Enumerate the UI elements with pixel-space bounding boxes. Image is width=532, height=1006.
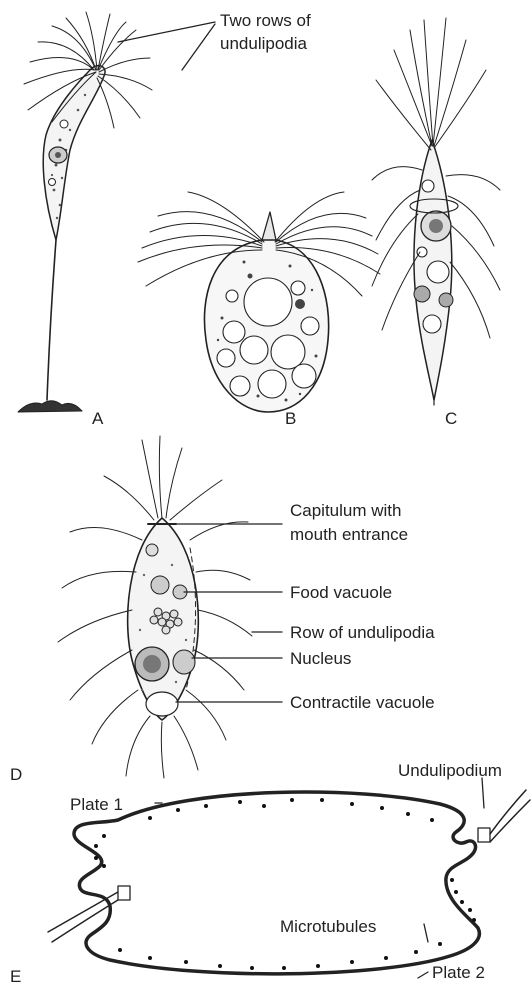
label-plate-2: Plate 2 xyxy=(432,962,485,983)
organism-d xyxy=(58,436,282,778)
label-microtubules: Microtubules xyxy=(280,916,376,937)
panel-label-d: D xyxy=(10,764,22,785)
organism-b xyxy=(138,192,380,412)
label-two-rows-line1: Two rows of xyxy=(220,10,311,31)
label-two-rows-line2: undulipodia xyxy=(220,33,307,54)
organism-c xyxy=(372,18,500,405)
label-row-of-undulipodia: Row of undulipodia xyxy=(290,622,435,643)
label-food-vacuole: Food vacuole xyxy=(290,582,392,603)
panel-label-e: E xyxy=(10,966,21,987)
panel-label-b: B xyxy=(285,408,296,429)
label-plate-1: Plate 1 xyxy=(70,794,123,815)
label-contractile-vacuole: Contractile vacuole xyxy=(290,692,435,713)
panel-label-c: C xyxy=(445,408,457,429)
label-capitulum-line1: Capitulum with xyxy=(290,500,402,521)
label-nucleus: Nucleus xyxy=(290,648,351,669)
panel-label-a: A xyxy=(92,408,103,429)
label-undulipodium: Undulipodium xyxy=(398,760,502,781)
label-capitulum-line2: mouth entrance xyxy=(290,524,408,545)
